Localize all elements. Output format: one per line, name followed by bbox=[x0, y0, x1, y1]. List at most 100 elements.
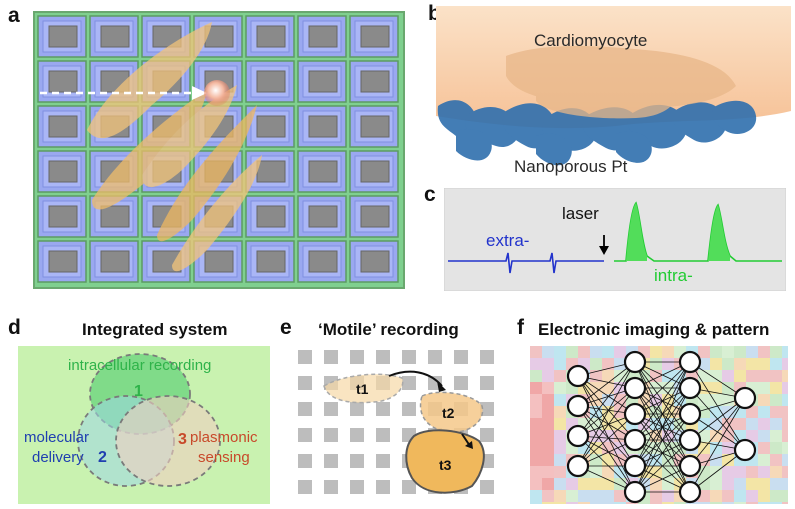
heatmap-cell bbox=[758, 442, 770, 454]
network-edge bbox=[577, 361, 636, 407]
network-node bbox=[678, 402, 702, 426]
panel-label-e: e bbox=[280, 316, 292, 339]
extracellular-trace bbox=[448, 252, 604, 274]
electronic-imaging-title: Electronic imaging & pattern bbox=[538, 320, 770, 339]
electrode-pad bbox=[152, 25, 182, 48]
network-node bbox=[623, 376, 647, 400]
heatmap-cell bbox=[602, 490, 614, 502]
heatmap-cell bbox=[590, 502, 602, 504]
grid-square bbox=[376, 454, 390, 468]
grid-square bbox=[298, 350, 312, 364]
heatmap-cell bbox=[722, 394, 734, 406]
venn-number-1: 1 bbox=[134, 383, 143, 400]
panel-label-a: a bbox=[8, 4, 20, 27]
heatmap-cell bbox=[542, 358, 554, 370]
electrode-pad bbox=[308, 70, 338, 93]
heatmap-cell bbox=[770, 358, 782, 370]
network-node bbox=[623, 454, 647, 478]
network-edge bbox=[634, 361, 691, 441]
heatmap-cell bbox=[758, 406, 770, 418]
heatmap-cell bbox=[662, 502, 674, 504]
electrode-pad bbox=[48, 205, 78, 228]
network-edge bbox=[577, 387, 636, 437]
electrode-pad bbox=[308, 25, 338, 48]
heatmap-cell bbox=[578, 502, 590, 504]
heatmap-cell bbox=[758, 394, 770, 406]
heatmap-cell bbox=[698, 394, 710, 406]
grid-square bbox=[454, 376, 468, 390]
heatmap-cell bbox=[734, 478, 746, 490]
network-edge bbox=[689, 397, 746, 493]
heatmap-cell bbox=[650, 358, 662, 370]
heatmap-cell bbox=[758, 358, 770, 370]
network-node bbox=[678, 350, 702, 374]
venn-diagram-panel: intracellular recording 1 molecular deli… bbox=[18, 346, 270, 504]
heatmap-cell bbox=[530, 394, 542, 406]
heatmap-cell bbox=[554, 454, 566, 466]
grid-square bbox=[324, 428, 338, 442]
heatmap-cell bbox=[734, 370, 746, 382]
electrode-pad bbox=[256, 160, 286, 183]
heatmap-cell bbox=[578, 490, 590, 502]
heatmap-cell bbox=[746, 466, 758, 478]
heatmap-cell bbox=[722, 454, 734, 466]
network-edge bbox=[577, 405, 636, 467]
heatmap-cell bbox=[662, 478, 674, 490]
heatmap-cell bbox=[614, 502, 626, 504]
heatmap-cell bbox=[758, 454, 770, 466]
heatmap-cell bbox=[554, 430, 566, 442]
grid-square bbox=[376, 350, 390, 364]
heatmap-cell bbox=[590, 466, 602, 478]
heatmap-cell bbox=[734, 490, 746, 502]
network-edge bbox=[634, 413, 691, 493]
heatmap-cell bbox=[554, 466, 566, 478]
heatmap-cell bbox=[710, 454, 722, 466]
heatmap-cell bbox=[722, 478, 734, 490]
heatmap-cell bbox=[722, 346, 734, 358]
electrode-pad bbox=[308, 205, 338, 228]
grid-square bbox=[324, 480, 338, 494]
heatmap-cell bbox=[638, 502, 650, 504]
network-edge bbox=[689, 397, 746, 467]
grid-square bbox=[402, 350, 416, 364]
network-node bbox=[678, 376, 702, 400]
electrode-pad bbox=[360, 160, 390, 183]
heatmap-cell bbox=[758, 418, 770, 430]
grid-square bbox=[480, 376, 494, 390]
heatmap-cell bbox=[734, 466, 746, 478]
heatmap-cell bbox=[530, 490, 542, 502]
network-node bbox=[566, 394, 590, 418]
heatmap-cell bbox=[758, 490, 770, 502]
heatmap-cell bbox=[542, 418, 554, 430]
heatmap-cell bbox=[662, 358, 674, 370]
grid-square bbox=[350, 350, 364, 364]
heatmap-cell bbox=[602, 502, 614, 504]
electrode-pad bbox=[308, 160, 338, 183]
sensing-label: sensing bbox=[198, 449, 250, 466]
heatmap-cell bbox=[542, 466, 554, 478]
motile-recording-panel: t1 t2 t3 bbox=[298, 350, 494, 494]
electrode-pad bbox=[308, 115, 338, 138]
heatmap-cell bbox=[710, 490, 722, 502]
heatmap-cell bbox=[530, 430, 542, 442]
network-edge bbox=[634, 439, 691, 493]
network-edge bbox=[577, 361, 636, 467]
grid-square bbox=[350, 454, 364, 468]
intra-label: intra- bbox=[654, 266, 693, 285]
heatmap-cell bbox=[602, 466, 614, 478]
heatmap-cell bbox=[542, 430, 554, 442]
grid-square bbox=[298, 402, 312, 416]
heatmap-cell bbox=[710, 478, 722, 490]
heatmap-cell bbox=[746, 418, 758, 430]
electrode-pad bbox=[256, 70, 286, 93]
heatmap-cell bbox=[770, 454, 782, 466]
heatmap-cell bbox=[698, 418, 710, 430]
heatmap-cell bbox=[662, 346, 674, 358]
panel-label-f: f bbox=[517, 316, 524, 339]
network-edge bbox=[689, 449, 746, 493]
network-edge bbox=[634, 361, 691, 467]
heatmap-cell bbox=[650, 346, 662, 358]
recording-trace-panel: laser extra- intra- bbox=[444, 188, 786, 291]
network-edge bbox=[634, 361, 691, 415]
heatmap-cell bbox=[734, 502, 746, 504]
